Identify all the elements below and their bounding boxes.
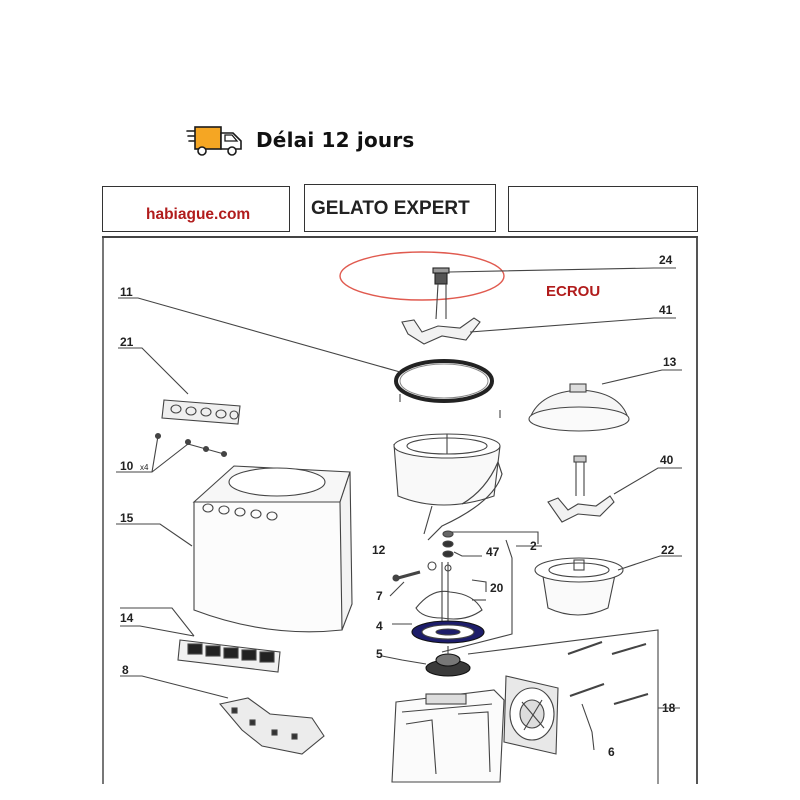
callout-10: 10 [120,459,134,473]
screw-7 [392,570,421,582]
callout-18: 18 [662,701,676,715]
callout-12: 12 [372,543,386,557]
callout-4: 4 [376,619,383,633]
header-site-box [102,186,290,232]
highlight-ellipse [339,251,505,301]
seals-47 [442,530,454,558]
callout-22: 22 [661,543,675,557]
parts-diagram: habiague.com GELATO EXPERT [102,184,698,784]
delivery-delay-text: Délai 12 jours [256,128,415,152]
callout-47: 47 [486,545,500,559]
delivery-banner: Délai 12 jours [186,122,415,158]
control-board-14 [177,639,281,673]
motor-base [391,689,505,783]
exploded-view: 24 ECROU 41 11 21 13 10 x4 40 15 12 47 2… [116,251,682,784]
model-name: GELATO EXPERT [311,198,470,219]
callout-21: 21 [120,335,134,349]
header-model-box [304,184,496,232]
paddle-40 [547,455,615,523]
gasket-11 [394,359,494,403]
callout-6: 6 [608,745,615,759]
callout-14: 14 [120,611,134,625]
callout-15: 15 [120,511,134,525]
paddle-41 [401,283,481,345]
callout-2: 2 [530,539,537,553]
site-name: habiague.com [146,206,251,223]
pcb-8 [218,697,325,755]
agitator-4 [415,561,483,624]
callout-5: 5 [376,647,383,661]
lid-13 [528,383,630,432]
header-divider [102,236,698,238]
screws-18 [567,641,649,705]
callout-20: 20 [490,581,504,595]
gear-5 [425,646,471,677]
callout-40: 40 [660,453,674,467]
callout-41: 41 [659,303,673,317]
highlight-label: ECROU [546,283,600,300]
delivery-truck-icon [186,126,242,156]
fan-6 [503,675,559,755]
callout-10-qty: x4 [140,463,149,472]
callout-24: 24 [659,253,673,267]
header-empty-box [508,186,698,232]
callout-8: 8 [122,663,129,677]
bowl-housing [393,433,503,541]
keypad-21 [161,399,241,425]
callout-11: 11 [120,285,133,299]
machine-body-15 [192,465,353,633]
callout-7: 7 [376,589,383,603]
frame-left-edge [102,238,104,784]
frame-right-edge [696,238,698,784]
tub-22 [534,557,624,616]
cooling-disc [411,620,485,644]
callout-13: 13 [663,355,677,369]
nut-part [432,267,450,285]
